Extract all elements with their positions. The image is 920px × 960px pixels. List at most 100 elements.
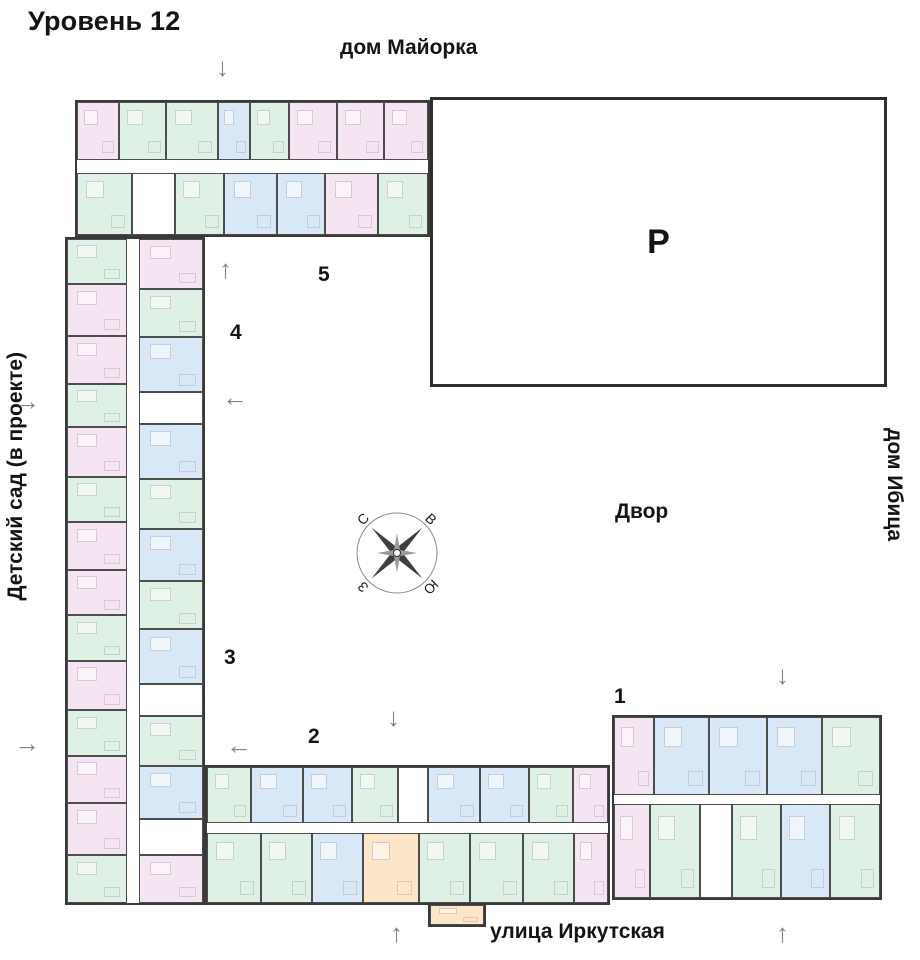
apartment-unit-green[interactable] [139, 289, 203, 338]
apartment-unit-green[interactable] [649, 804, 700, 898]
apartment-unit-orange[interactable] [362, 833, 419, 903]
apartment-unit-blue[interactable] [139, 766, 203, 819]
south-bay-strip-top [430, 905, 484, 925]
arrow-right-icon: → [14, 386, 40, 416]
arrow-down-icon: ↓ [387, 702, 400, 732]
wing-house-one-strip-bottom [614, 804, 881, 898]
stair-elevator-core [139, 818, 203, 856]
apartment-unit-green[interactable] [118, 102, 167, 160]
apartment-unit-pink[interactable] [67, 427, 127, 477]
apartment-unit-green[interactable] [166, 102, 218, 160]
apartment-unit-pink[interactable] [325, 173, 379, 235]
label-irkutskaya-street: улица Иркутская [490, 920, 665, 943]
apartment-unit-pink[interactable] [67, 803, 127, 856]
apartment-unit-green[interactable] [67, 615, 127, 661]
stair-elevator-core [398, 767, 429, 823]
apartment-unit-pink[interactable] [289, 102, 337, 160]
stair-elevator-core [139, 684, 203, 716]
apartment-unit-pink[interactable] [139, 855, 203, 904]
apartment-unit-green[interactable] [822, 717, 881, 795]
apartment-unit-green[interactable] [418, 833, 470, 903]
apartment-unit-blue[interactable] [224, 173, 278, 235]
apartment-unit-green[interactable] [260, 833, 312, 903]
apartment-unit-pink[interactable] [67, 660, 127, 711]
apartment-unit-pink[interactable] [67, 569, 127, 616]
apartment-unit-green[interactable] [378, 173, 429, 235]
wing-house-one [612, 715, 882, 900]
apartment-unit-blue[interactable] [139, 423, 203, 479]
apartment-unit-green[interactable] [67, 710, 127, 756]
apartment-unit-blue[interactable] [139, 629, 203, 685]
arrow-up-icon: ↑ [776, 918, 789, 948]
apartment-unit-pink[interactable] [67, 284, 127, 337]
apartment-unit-blue[interactable] [302, 767, 352, 823]
apartment-unit-blue[interactable] [217, 102, 250, 160]
apartment-unit-blue[interactable] [767, 717, 823, 795]
apartment-unit-green[interactable] [528, 767, 574, 823]
south-bay [428, 903, 486, 927]
wing-north [75, 100, 430, 237]
apartment-unit-green[interactable] [139, 478, 203, 529]
apartment-unit-green[interactable] [469, 833, 524, 903]
apartment-unit-orange[interactable] [430, 905, 484, 925]
apartment-unit-pink[interactable] [77, 102, 119, 160]
wing-west-strip-left [67, 239, 127, 903]
apartment-unit-pink[interactable] [573, 767, 609, 823]
apartment-unit-blue[interactable] [479, 767, 529, 823]
label-dom-ibiza: дом Ибица [883, 428, 906, 542]
apartment-unit-blue[interactable] [428, 767, 480, 823]
stair-elevator-core [131, 173, 175, 235]
apartment-unit-green[interactable] [67, 383, 127, 428]
apartment-unit-green[interactable] [67, 239, 127, 285]
apartment-unit-green[interactable] [139, 581, 203, 630]
apartment-unit-blue[interactable] [251, 767, 303, 823]
apartment-unit-blue[interactable] [139, 337, 203, 392]
apartment-unit-blue[interactable] [139, 528, 203, 582]
apartment-unit-pink[interactable] [574, 833, 609, 903]
apartment-unit-green[interactable] [77, 173, 132, 235]
apartment-unit-blue[interactable] [780, 804, 830, 898]
apartment-unit-blue[interactable] [311, 833, 363, 903]
apartment-unit-pink[interactable] [614, 717, 655, 795]
apartment-unit-pink[interactable] [336, 102, 385, 160]
arrow-up-icon: ↑ [390, 918, 403, 948]
apartment-unit-green[interactable] [139, 715, 203, 767]
stair-elevator-core [139, 391, 203, 424]
apartment-unit-green[interactable] [67, 855, 127, 903]
apartment-unit-pink[interactable] [67, 336, 127, 384]
section-number-4: 4 [230, 321, 242, 344]
apartment-unit-green[interactable] [523, 833, 575, 903]
apartment-unit-blue[interactable] [709, 717, 768, 795]
apartment-unit-pink[interactable] [614, 804, 650, 898]
stair-elevator-core [699, 804, 732, 898]
apartment-unit-green[interactable] [207, 767, 252, 823]
wing-north-strip-bottom [77, 173, 429, 235]
compass-hub [393, 549, 401, 557]
apartment-unit-green[interactable] [207, 833, 261, 903]
section-number-2: 2 [308, 725, 320, 748]
parking-area: Р [430, 97, 887, 387]
apartment-unit-green[interactable] [351, 767, 399, 823]
apartment-unit-pink[interactable] [384, 102, 428, 160]
apartment-unit-green[interactable] [249, 102, 290, 160]
apartment-unit-pink[interactable] [67, 522, 127, 570]
wing-south [205, 765, 610, 905]
apartment-unit-green[interactable] [829, 804, 881, 898]
apartment-unit-pink[interactable] [67, 755, 127, 804]
arrow-left-icon: ← [226, 730, 252, 760]
label-dom-mayorka: дом Майорка [340, 36, 478, 59]
apartment-unit-pink[interactable] [139, 239, 203, 290]
label-courtyard: Двор [615, 500, 669, 523]
apartment-unit-green[interactable] [67, 476, 127, 523]
arrow-left-icon: ← [222, 382, 248, 412]
section-number-5: 5 [318, 263, 330, 286]
apartment-unit-blue[interactable] [277, 173, 326, 235]
section-number-1: 1 [614, 685, 626, 708]
wing-south-strip-top [207, 767, 609, 823]
apartment-unit-blue[interactable] [654, 717, 710, 795]
wing-north-strip-top [77, 102, 428, 160]
apartment-unit-green[interactable] [174, 173, 225, 235]
arrow-up-icon: ↑ [219, 254, 232, 284]
apartment-unit-green[interactable] [731, 804, 781, 898]
